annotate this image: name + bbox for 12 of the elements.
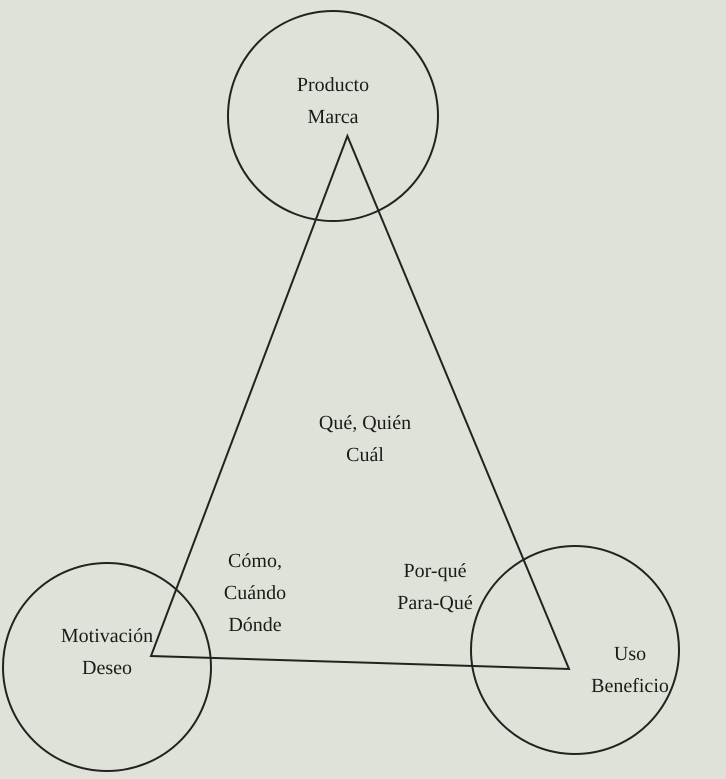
- node-text: Marca: [307, 105, 359, 130]
- node-text: Beneficio: [591, 674, 669, 699]
- top-circle: [227, 10, 439, 222]
- node-text: Motivación: [60, 624, 154, 649]
- node-text: Cómo, Cuándo Dónde: [222, 549, 288, 638]
- node-text: Uso: [614, 642, 646, 667]
- node-text: Por-qué Para-Qué: [396, 559, 474, 616]
- node-text: Qué, Quién Cuál: [318, 411, 412, 468]
- node-text: Producto: [296, 73, 370, 98]
- node-text: Deseo: [82, 656, 132, 681]
- left-circle: [2, 562, 212, 772]
- right-circle: [470, 545, 680, 755]
